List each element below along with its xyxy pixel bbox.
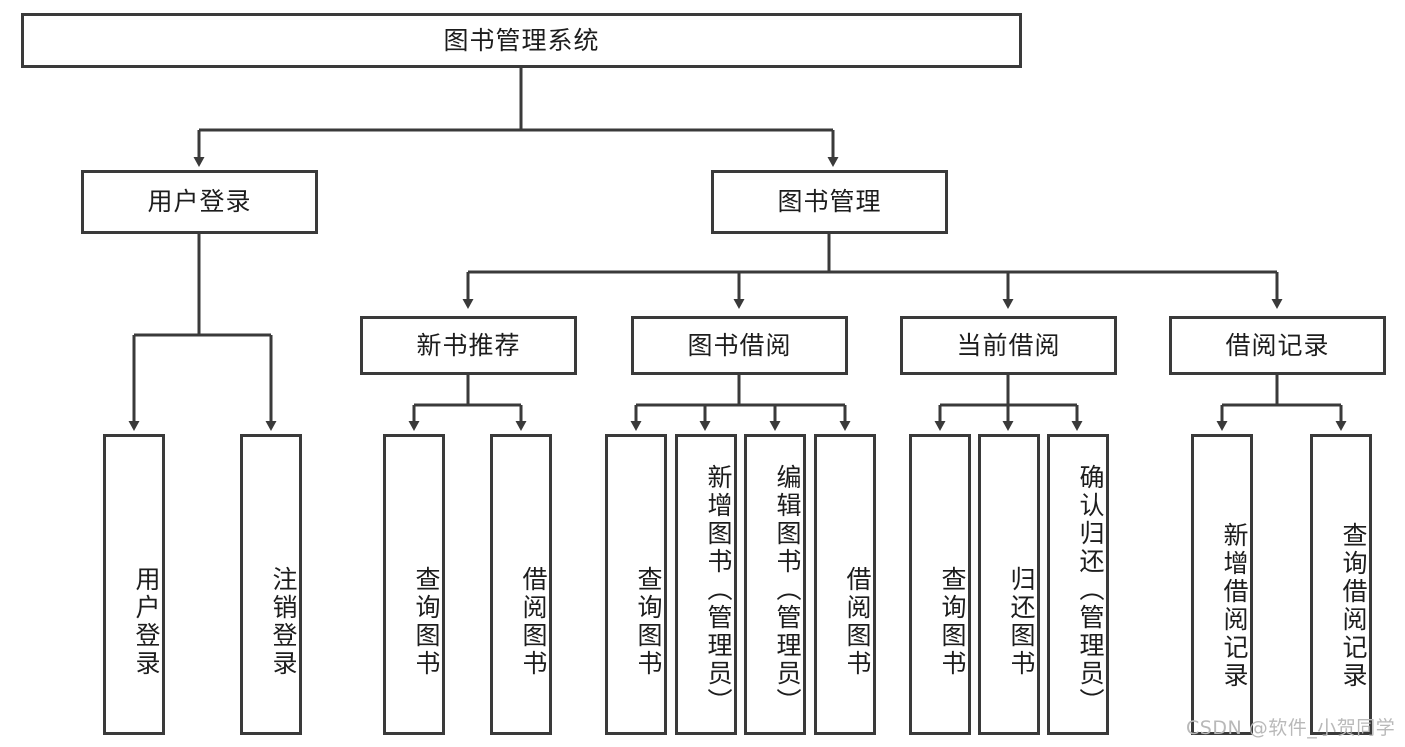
node-leaf-borrow-book-1[interactable]: 借阅图书: [490, 434, 552, 735]
node-leaf-query-record[interactable]: 查询借阅记录: [1310, 434, 1372, 735]
node-leaf-query-book-1[interactable]: 查询图书: [383, 434, 445, 735]
node-current-borrow-label: 当前借阅: [956, 330, 1061, 360]
node-leaf-query-book-2[interactable]: 查询图书: [605, 434, 667, 735]
node-leaf-logout-login[interactable]: 注销登录: [240, 434, 302, 735]
node-borrow-record-label: 借阅记录: [1225, 330, 1330, 360]
node-borrow-record[interactable]: 借阅记录: [1169, 316, 1386, 375]
node-leaf-add-book[interactable]: 新增图书（管理员）: [675, 434, 737, 735]
node-leaf-user-login-label: 用户登录: [132, 565, 161, 678]
node-current-borrow[interactable]: 当前借阅: [900, 316, 1117, 375]
node-book-borrow-label: 图书借阅: [687, 330, 792, 360]
node-leaf-borrow-book-1-label: 借阅图书: [519, 565, 548, 678]
node-new-book-recommend[interactable]: 新书推荐: [360, 316, 577, 375]
node-book-manage-label: 图书管理: [777, 187, 882, 216]
node-leaf-edit-book-label: 编辑图书（管理员）: [773, 463, 802, 716]
csdn-watermark: CSDN @软件_小贺同学: [1186, 717, 1396, 739]
node-leaf-query-book-3-label: 查询图书: [938, 565, 967, 678]
node-leaf-logout-login-label: 注销登录: [269, 565, 298, 678]
node-root[interactable]: 图书管理系统: [21, 13, 1022, 68]
node-user-login[interactable]: 用户登录: [81, 170, 318, 234]
node-leaf-edit-book[interactable]: 编辑图书（管理员）: [744, 434, 806, 735]
node-user-login-label: 用户登录: [147, 187, 252, 216]
node-leaf-borrow-book-2-label: 借阅图书: [843, 565, 872, 678]
node-leaf-user-login[interactable]: 用户登录: [103, 434, 165, 735]
node-leaf-query-book-3[interactable]: 查询图书: [909, 434, 971, 735]
node-leaf-add-record[interactable]: 新增借阅记录: [1191, 434, 1253, 735]
node-leaf-confirm-return[interactable]: 确认归还（管理员）: [1047, 434, 1109, 735]
node-leaf-add-book-label: 新增图书（管理员）: [704, 463, 733, 716]
node-leaf-borrow-book-2[interactable]: 借阅图书: [814, 434, 876, 735]
node-leaf-query-record-label: 查询借阅记录: [1339, 521, 1368, 690]
node-leaf-return-book-label: 归还图书: [1007, 565, 1036, 678]
node-book-manage[interactable]: 图书管理: [711, 170, 948, 234]
node-leaf-add-record-label: 新增借阅记录: [1220, 521, 1249, 690]
node-new-book-recommend-label: 新书推荐: [416, 330, 521, 360]
node-leaf-return-book[interactable]: 归还图书: [978, 434, 1040, 735]
node-leaf-query-book-1-label: 查询图书: [412, 565, 441, 678]
node-leaf-query-book-2-label: 查询图书: [634, 565, 663, 678]
node-root-label: 图书管理系统: [443, 25, 600, 55]
node-leaf-confirm-return-label: 确认归还（管理员）: [1076, 463, 1105, 716]
node-book-borrow[interactable]: 图书借阅: [631, 316, 848, 375]
